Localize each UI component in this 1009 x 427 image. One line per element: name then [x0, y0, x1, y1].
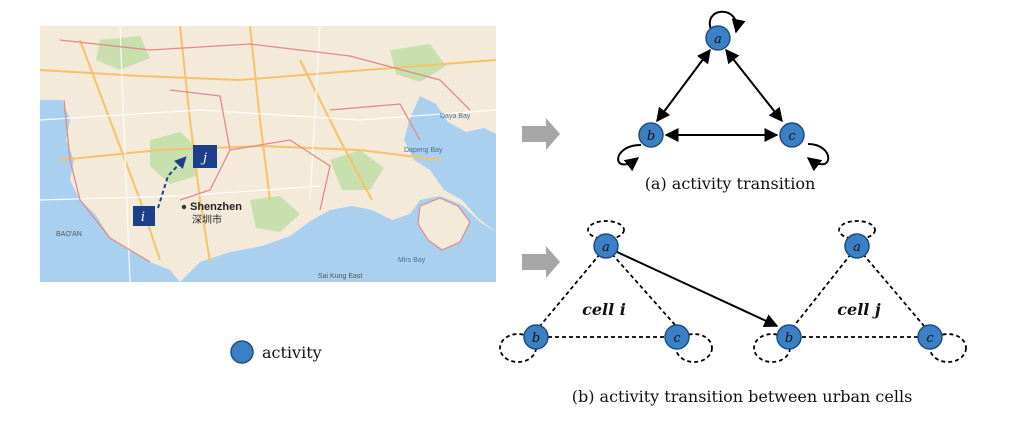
gray-arrow-top: [522, 118, 560, 150]
map-sea-west: [40, 100, 180, 282]
legend-activity-swatch: [230, 340, 254, 364]
cell-j-title: cell j: [837, 300, 881, 319]
map-label-baoan: BAO'AN: [56, 231, 82, 238]
diagram-b-caption: (b) activity transition between urban ce…: [572, 387, 913, 406]
cell-j-node-b: [776, 324, 802, 350]
diagram-a-edge-a-b: [656, 48, 711, 123]
diagram-a-caption: (a) activity transition: [645, 174, 816, 193]
map-sea-east: [404, 96, 496, 232]
diagram-b: a b c cell i a b c cell j (b) activity t…: [499, 220, 967, 406]
map-park-2: [250, 196, 300, 232]
map-label-daya: Daya Bay: [440, 113, 471, 120]
diagram-a-loop-b: [617, 144, 642, 172]
map-label-dapeng: Dapeng Bay: [404, 147, 443, 154]
cell-j-node-a-label: a: [853, 240, 861, 255]
diagram-a-node-a: [705, 25, 731, 51]
cell-i-node-a: [593, 233, 619, 259]
diagram-a: a b c (a) activity transition: [617, 10, 830, 193]
map-minor-roads: [40, 26, 496, 282]
cell-i-node-c-label: c: [673, 331, 681, 346]
city-map: BAO'AN Mirs Bay Sai Kung East Dapeng Bay…: [40, 26, 496, 282]
cell-j-edge-a-b: [793, 253, 852, 327]
map-park-5: [390, 44, 446, 82]
cell-i-marker: [133, 206, 155, 226]
map-park-4: [96, 36, 150, 70]
cell-i-label: i: [141, 210, 145, 225]
cell-i-node-a-label: a: [602, 240, 610, 255]
cell-j-node-a: [844, 233, 870, 259]
cell-transition-path: [157, 156, 187, 209]
cell-j-edge-a-c: [862, 253, 925, 327]
diagram-a-loop-c: [806, 143, 830, 172]
cell-j-marker: [193, 145, 217, 168]
map-district-boundaries: [59, 39, 471, 263]
map-city-label-cn: 深圳市: [192, 213, 222, 226]
diagram-a-loop-a: [708, 10, 746, 34]
cell-j-node-b-label: b: [785, 331, 793, 346]
cell-i-node-c: [664, 324, 690, 350]
cell-i-edge-a-c: [611, 253, 677, 327]
cell-i-a-to-cell-j-b-edge: [616, 251, 779, 328]
legend-activity-label: activity: [262, 343, 322, 362]
map-city-label: Shenzhen: [190, 201, 242, 213]
legend: activity: [230, 340, 322, 364]
diagram-a-node-b-label: b: [647, 129, 655, 144]
cell-i-node-b-label: b: [532, 331, 540, 346]
cell-i-node-b: [523, 324, 549, 350]
map-sea-south: [180, 196, 496, 282]
gray-arrow-bottom: [522, 246, 560, 278]
diagram-a-node-c-label: c: [788, 129, 796, 144]
cell-j-label: j: [200, 151, 207, 166]
cell-i-edge-a-b: [539, 253, 601, 327]
cell-j-node-c-label: c: [926, 331, 934, 346]
map-island: [417, 197, 471, 251]
map-label-mirs-bay: Mirs Bay: [398, 257, 426, 264]
map-label-sai-kung: Sai Kung East: [318, 273, 362, 280]
diagram-a-node-a-label: a: [714, 32, 722, 47]
cell-j-node-c: [917, 324, 943, 350]
diagram-a-edge-a-c: [725, 48, 783, 123]
diagram-a-node-b: [638, 122, 664, 148]
diagram-a-node-c: [779, 122, 805, 148]
cell-i-title: cell i: [582, 300, 626, 319]
map-city-dot: [181, 204, 187, 210]
